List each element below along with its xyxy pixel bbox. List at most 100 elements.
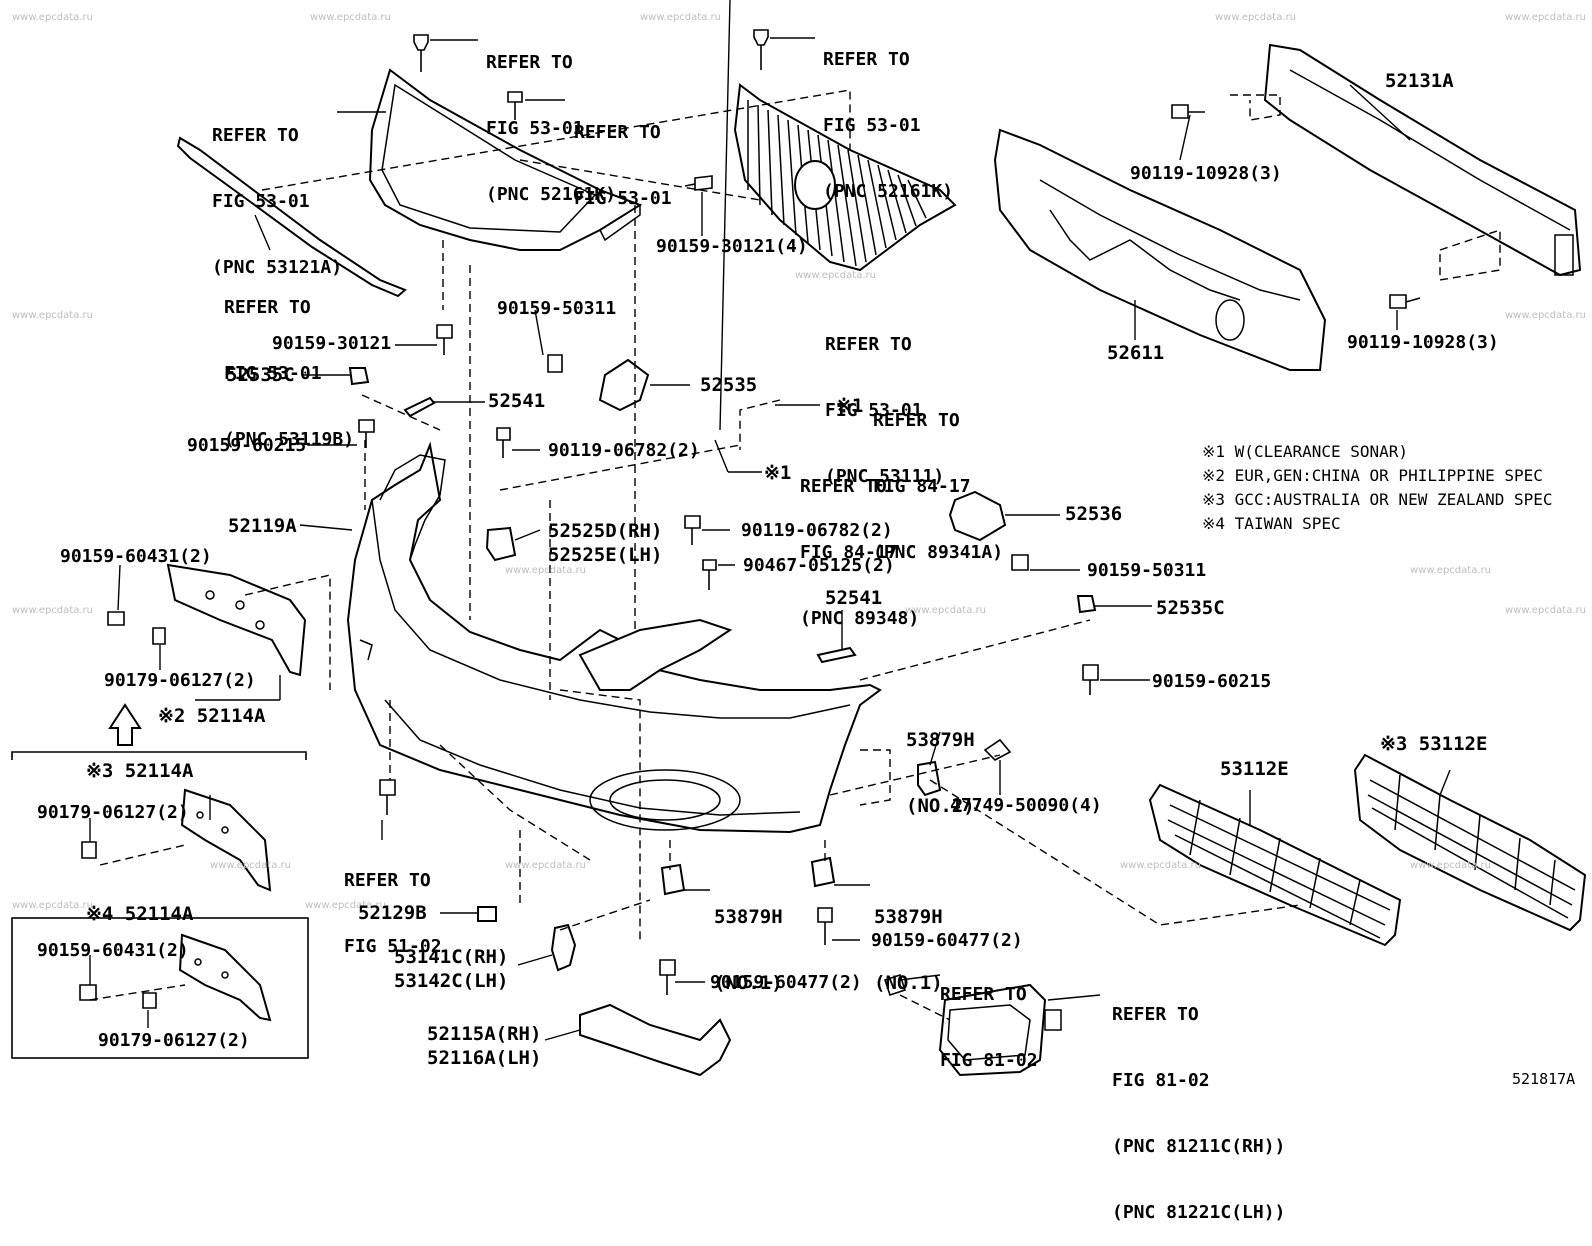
dashed-assembly-lines [89,89,1501,1021]
ref-label-52161k-right: REFER TO FIG 53-01 (PNC 52161K) [823,49,954,202]
sensor-53879h-no1-a [660,863,686,896]
part-label: 52129B [358,902,427,924]
note-4: ※4 TAIWAN SPEC [1202,514,1341,533]
part-label: ※1 [764,462,792,484]
watermark: www.epcdata.ru [12,900,93,911]
part-label: ※3 52114A [86,760,194,782]
grille-surround [368,68,643,251]
retainer-52525d [485,526,517,562]
clip-52129b [477,906,497,922]
license-bracket-main [166,563,307,677]
watermark: www.epcdata.ru [795,270,876,281]
part-label: 90179-06127(2) [104,670,256,691]
fasteners [79,29,1421,1009]
leader-lines [89,0,1451,1041]
watermark: www.epcdata.ru [905,605,986,616]
part-label: ※3 53112E [1380,733,1488,755]
part-label: 52611 [1107,342,1165,364]
note-2: ※2 EUR,GEN:CHINA OR PHILIPPINE SPEC [1202,466,1543,485]
ref-label-89341a: REFER TO FIG 84-17 (PNC 89341A) [873,410,1004,563]
part-label: 90179-06127(2) [98,1030,250,1051]
watermark: www.epcdata.ru [12,605,93,616]
seal-52541-b [816,646,857,664]
retainer-52535c-b [1076,595,1097,614]
parts-diagram [11,0,1587,1077]
part-label: 90159-60215 [187,435,307,456]
sensor-53879h-no1-b [810,856,836,888]
bumper-cover [346,441,882,834]
watermark: www.epcdata.ru [640,12,721,23]
ref-label-53-01: REFER TO FIG 53-01 [574,122,672,209]
part-label: 52115A(RH) [427,1023,542,1045]
watermark: www.epcdata.ru [1215,12,1296,23]
part-label: 90119-10928(3) [1347,332,1499,353]
part-label: 90159-30121(4) [656,236,808,257]
ref-label-53119b: REFER TO FIG 53-01 (PNC 53119B) [224,297,355,450]
spec-notes: ※1 W(CLEARANCE SONAR) ※2 EUR,GEN:CHINA O… [1202,440,1553,536]
part-label: ※4 52114A [86,903,194,925]
part-label: 90119-06782(2) [741,520,893,541]
part-label: 52119A [228,515,297,537]
part-label: 52541 [825,587,883,609]
part-label: 53142C(LH) [394,970,509,992]
part-label: 90159-60477(2) [871,930,1023,951]
front-grille [733,83,957,272]
diagram-code: 521817A [1512,1070,1576,1088]
watermark: www.epcdata.ru [1505,12,1586,23]
part-label: 90159-60431(2) [60,546,212,567]
watermark: www.epcdata.ru [1410,565,1491,576]
ref-label-51-02: REFER TO FIG 51-02 [344,870,442,957]
spec-box-4 [11,917,309,1059]
watermark: www.epcdata.ru [305,900,386,911]
part-label: 52541 [488,390,546,412]
license-bracket-3 [180,788,272,892]
part-label: 53879H (NO.1) [874,906,943,994]
ref-label-53111: REFER TO FIG 53-01 (PNC 53111) [825,334,945,487]
watermark: www.epcdata.ru [1120,860,1201,871]
part-label: 52536 [1065,503,1123,525]
part-label: 52525D(RH) [548,520,663,542]
part-label: 53879H (NO.1) [714,906,783,994]
watermark: www.epcdata.ru [310,12,391,23]
part-label: 90159-50311 [1087,560,1207,581]
watermark: www.epcdata.ru [1505,310,1586,321]
ref-label-52161k-left: REFER TO FIG 53-01 (PNC 52161K) [486,52,617,205]
side-bracket-52536 [948,490,1007,542]
part-label: 90159-30121 [272,333,392,354]
part-label: 52535C [1156,597,1225,619]
molding-strip [176,136,407,298]
energy-absorber [993,128,1327,371]
bumper-reinforcement [1263,43,1582,277]
ref-label-53121a: REFER TO FIG 53-01 (PNC 53121A) [212,125,343,278]
direction-arrow [108,703,142,746]
watermark: www.epcdata.ru [12,310,93,321]
bracket-53141c [550,923,577,972]
part-label: 90179-06127(2) [37,802,189,823]
ref-label-81-02-lamp: REFER TO FIG 81-02 (PNC 81211C(RH)) (PNC… [1112,1004,1286,1223]
part-label: 90159-60431(2) [37,940,189,961]
part-label: 52131A [1385,70,1454,92]
seal-52541-a [403,396,436,418]
fog-lamp [938,983,1062,1077]
part-label: 52525E(LH) [548,544,663,566]
part-label: 90119-06782(2) [548,440,700,461]
note-1: ※1 W(CLEARANCE SONAR) [1202,442,1409,461]
watermark: www.epcdata.ru [1410,860,1491,871]
watermark: www.epcdata.ru [12,12,93,23]
part-label: 52535 [700,374,758,396]
part-label: 47749-50090(4) [950,795,1102,816]
watermark: www.epcdata.ru [1505,605,1586,616]
part-label: 90467-05125(2) [743,555,895,576]
part-label: 53141C(RH) [394,946,509,968]
part-label: 52535C [226,364,295,386]
ref-label-81-02-bolt: REFER TO FIG 81-02 [940,984,1038,1071]
side-bracket-52535 [598,358,650,412]
part-label: 53879H (NO.2) [906,729,975,817]
part-label: ※1 [836,395,864,417]
note-3: ※3 GCC:AUSTRALIA OR NEW ZEALAND SPEC [1202,490,1553,509]
part-label: 53112E [1220,758,1289,780]
watermark: www.epcdata.ru [505,860,586,871]
retainer-52535c-a [348,367,370,386]
lower-grille [1148,753,1587,947]
ref-label-89348: REFER TO FIG 84-17 (PNC 89348) [800,476,920,629]
